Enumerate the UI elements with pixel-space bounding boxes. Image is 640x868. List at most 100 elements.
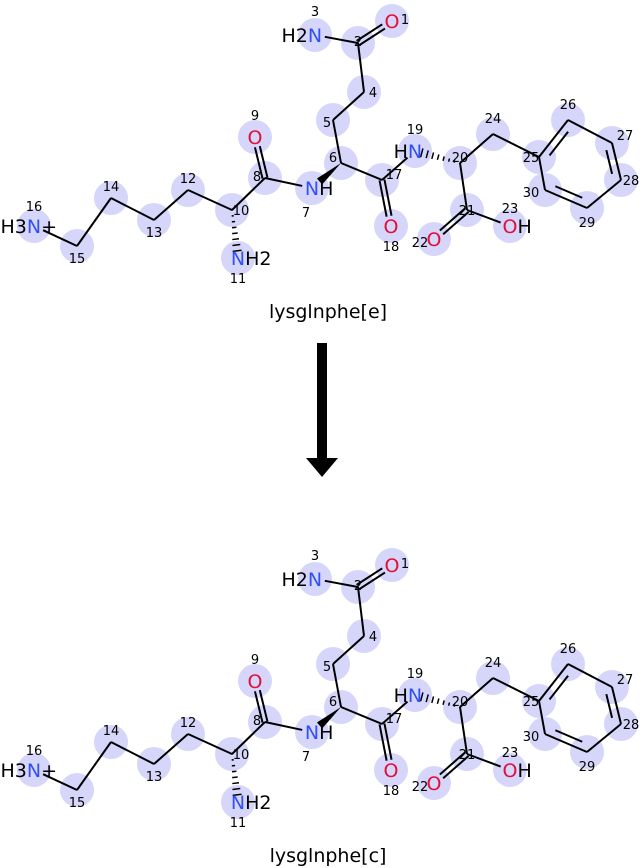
atom-number: 29 [579,760,596,775]
atom-number: 15 [69,252,86,267]
double-bond [442,211,470,236]
single-bond [357,586,365,637]
single-bond [459,162,468,211]
atom-label-o: O [427,773,442,795]
aromatic-bond [605,693,614,719]
single-bond [567,119,613,144]
single-bond [567,663,613,688]
atom-number: 7 [302,750,310,765]
single-bond [231,721,266,755]
double-bond [439,207,467,232]
single-bond [586,179,622,209]
double-bond [378,724,388,761]
atom-number: 25 [523,695,540,710]
atom-number: 10 [233,748,250,763]
atom-label-o: OH [503,216,532,238]
atom-label-o: OH [503,760,532,782]
atom-number: 26 [560,98,577,113]
atom-number: 20 [452,695,469,710]
atom-number: 22 [412,236,429,251]
double-bond [358,27,386,46]
double-bond [253,147,264,179]
single-bond [110,741,155,765]
atom-number: 3 [311,549,319,564]
single-bond [611,686,622,725]
atom-number: 8 [253,714,261,729]
single-bond [324,579,359,588]
atom-number: 29 [579,216,596,231]
aromatic-bond [548,675,569,701]
atom-highlight [493,753,527,787]
atom-number: 12 [180,172,197,187]
atom-number: 17 [386,168,403,183]
atom-number: 19 [407,667,424,682]
atom-number: 28 [623,718,640,733]
atom-number: 11 [230,816,247,831]
atom-number: 23 [502,202,519,217]
aromatic-bond [548,131,569,157]
atom-label-o: O [384,216,399,238]
single-bond [231,177,266,211]
atom-label-n: H2N [282,569,323,591]
atom-label-n: NH [305,722,334,744]
double-bond [253,691,264,723]
atom-number: 5 [323,116,331,131]
atom-number: 2 [354,35,362,50]
atom-number: 1 [401,557,409,572]
down-arrow-icon [306,343,338,477]
atom-label-o: O [384,760,399,782]
atom-highlight [374,753,408,787]
molecule-name-cytosolic: lysglnphe[c] [270,845,387,867]
single-bond [544,189,588,209]
atom-label-o: O [385,11,400,33]
single-bond [538,119,569,158]
atom-highlight [417,766,451,800]
atom-number: 5 [323,660,331,675]
single-bond [492,677,540,702]
atom-highlight [221,785,255,819]
wedge-bond [316,163,341,185]
atom-number: 22 [412,780,429,795]
atom-number: 27 [617,673,634,688]
molecule-name-extracellular: lysglnphe[e] [269,301,387,323]
single-bond [76,197,112,247]
single-bond [340,162,383,181]
atom-highlight [374,209,408,243]
aromatic-bond [605,149,614,175]
single-bond [332,663,342,708]
single-bond [459,133,494,164]
single-bond [544,733,588,753]
single-bond [324,35,359,44]
atom-label-n: HN [394,141,423,163]
atom-label-n: NH [305,178,334,200]
atom-number: 19 [407,123,424,138]
atom-number: 13 [146,770,163,785]
double-bond [258,689,269,722]
atom-number: 6 [329,151,337,166]
single-bond [264,177,303,187]
atom-number: 24 [485,656,502,671]
atom-label-o: O [248,671,263,693]
single-bond [538,156,546,191]
atom-number: 16 [26,744,43,759]
atom-number: 21 [459,204,476,219]
single-bond [538,663,569,702]
atom-number: 13 [146,226,163,241]
aromatic-bond [554,185,583,199]
single-bond [332,635,365,665]
single-bond [466,209,501,224]
single-bond [264,721,303,731]
double-bond [258,145,269,178]
atom-number: 15 [69,796,86,811]
single-bond [340,706,383,725]
atom-number: 30 [523,186,540,201]
atom-number: 7 [302,206,310,221]
single-bond [42,229,78,247]
atom-highlight [298,18,332,52]
atom-highlight [298,562,332,596]
atom-number: 30 [523,730,540,745]
single-bond [459,677,494,708]
atom-number: 9 [251,653,259,668]
